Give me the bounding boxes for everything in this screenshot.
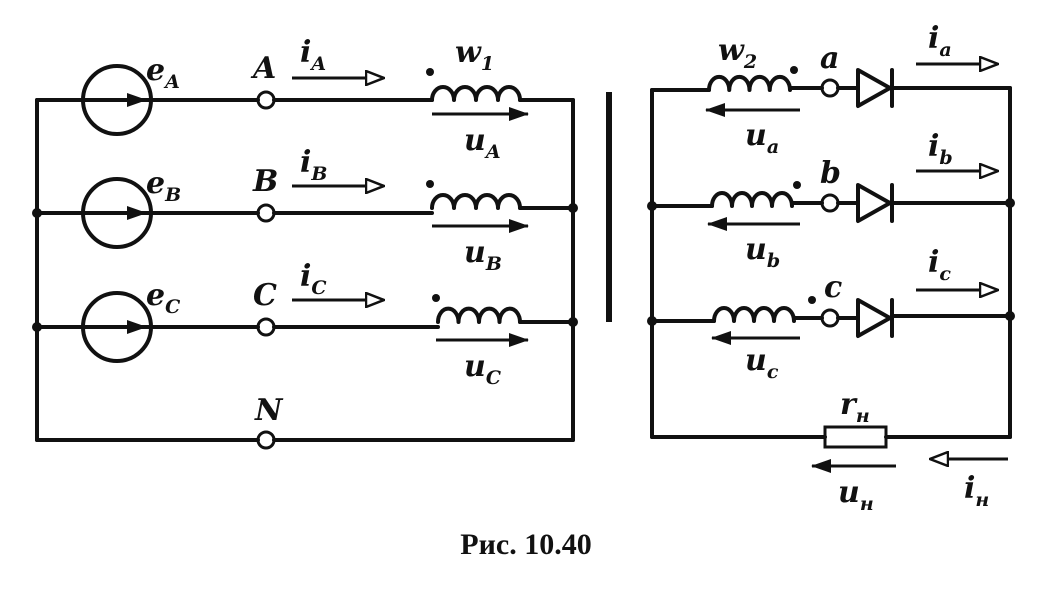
secondary-junction-dots (647, 198, 1015, 326)
voltage-label-ua: uA (464, 123, 501, 163)
primary-terminals (256, 90, 276, 450)
diode-a (856, 68, 894, 108)
voltage-label-ub-small: ub (745, 232, 780, 272)
primary-winding-a (426, 68, 522, 102)
primary-current-arrows (292, 78, 384, 300)
source-label-b: eB (146, 166, 181, 206)
diode-c (856, 298, 894, 338)
winding-label-w1: w1 (455, 35, 494, 75)
secondary-wiring (650, 86, 1012, 439)
current-label-ic-small: ic (928, 245, 951, 285)
current-label-ic: iC (300, 259, 327, 299)
terminal-label-c: C (253, 278, 277, 313)
terminal-label-n: N (254, 393, 284, 428)
voltage-label-uc: uC (464, 349, 501, 389)
secondary-winding-b (710, 181, 801, 208)
primary-junction-dots (32, 203, 578, 332)
secondary-winding-c (712, 296, 816, 323)
source-e-c (81, 291, 153, 363)
source-label-a: eA (146, 53, 180, 93)
load-resistor (823, 425, 888, 449)
source-e-a (81, 64, 153, 136)
terminal-label-a-small: a (820, 41, 839, 76)
current-label-ia: iA (300, 35, 326, 75)
secondary-winding-a (707, 66, 798, 92)
terminal-label-c-small: c (824, 270, 842, 305)
terminal-label-b-small: b (820, 156, 841, 191)
voltage-label-ua-small: ua (745, 118, 779, 158)
diode-b (856, 183, 894, 223)
primary-wiring (35, 98, 575, 442)
secondary-voltage-arrows (705, 103, 800, 345)
source-e-b (81, 177, 153, 249)
primary-winding-b (426, 180, 522, 210)
terminal-label-b: B (252, 164, 278, 199)
current-label-ib-small: ib (928, 129, 953, 169)
current-label-ia-small: ia (928, 21, 952, 61)
primary-winding-c (432, 294, 522, 324)
secondary-current-arrows (916, 64, 998, 290)
winding-label-w2: w2 (718, 33, 757, 73)
current-label-ih: iн (964, 471, 989, 511)
load-label-rh: rн (840, 387, 870, 427)
primary-voltage-arrows (432, 107, 529, 347)
terminal-label-a: A (250, 51, 276, 86)
voltage-label-uh: uн (838, 475, 874, 515)
voltage-label-ub: uB (464, 235, 502, 275)
source-label-c: eC (146, 278, 180, 318)
secondary-terminals (820, 78, 840, 328)
figure-caption: Рис. 10.40 (460, 528, 592, 561)
current-label-ib: iB (300, 145, 327, 185)
voltage-label-uc-small: uc (745, 343, 779, 383)
